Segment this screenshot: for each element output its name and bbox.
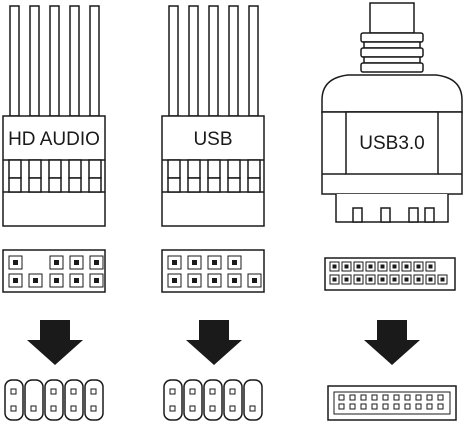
header-pin [360,403,367,410]
usb3-label: USB3.0 [359,133,424,154]
pin-dot [416,264,421,269]
pin-dot [428,277,433,282]
hd-audio-header [4,379,104,421]
header-pin [382,394,389,401]
hd-audio-label: HD AUDIO [8,129,100,150]
header-pin [437,403,444,410]
header-pin [393,394,400,401]
usb3-cap [321,74,463,113]
header-pin [404,403,411,410]
down-arrow-icon [27,320,83,365]
header-pin [415,403,422,410]
down-arrow-icon [186,320,242,365]
header-pin [371,403,378,410]
header-pin [382,403,389,410]
header-pin [404,394,411,401]
usb3-header [327,385,457,421]
pin-dot [428,264,433,269]
header-pin [349,394,356,401]
usb-connector [161,5,265,227]
pin-dot [344,264,349,269]
pin-dot [380,277,385,282]
header-pin [371,394,378,401]
header-pin [360,394,367,401]
usb3-pin-map [324,257,456,291]
pin-dot [392,277,397,282]
header-pin [338,394,345,401]
pin-dot [344,277,349,282]
usb-header [163,379,263,421]
pin-dot [380,264,385,269]
usb-pin-map [161,249,265,293]
pin-dot [392,264,397,269]
pin-dot [356,264,361,269]
hd-audio-pin-map [2,249,106,293]
usb3-connector [321,2,463,223]
hd-audio-wires [9,5,100,117]
usb-cells [167,159,261,193]
header-pin [415,394,422,401]
down-arrow-icon [364,320,420,365]
pin-dot [416,277,421,282]
usb3-cable [369,2,415,34]
pin-dot [404,264,409,269]
hd-audio-cells [8,159,102,193]
header-pin [393,403,400,410]
header-pin [426,403,433,410]
pin-dot [332,264,337,269]
usb-label: USB [193,129,232,150]
header-pin [437,394,444,401]
pin-dot [356,277,361,282]
pin-dot [368,264,373,269]
pin-dot [368,277,373,282]
pin-dot [440,277,445,282]
usb-wires [168,5,259,117]
hd-audio-connector [2,5,106,227]
pin-dot [332,277,337,282]
pin-dot [404,277,409,282]
header-pin [349,403,356,410]
header-pin [338,403,345,410]
header-pin [426,394,433,401]
